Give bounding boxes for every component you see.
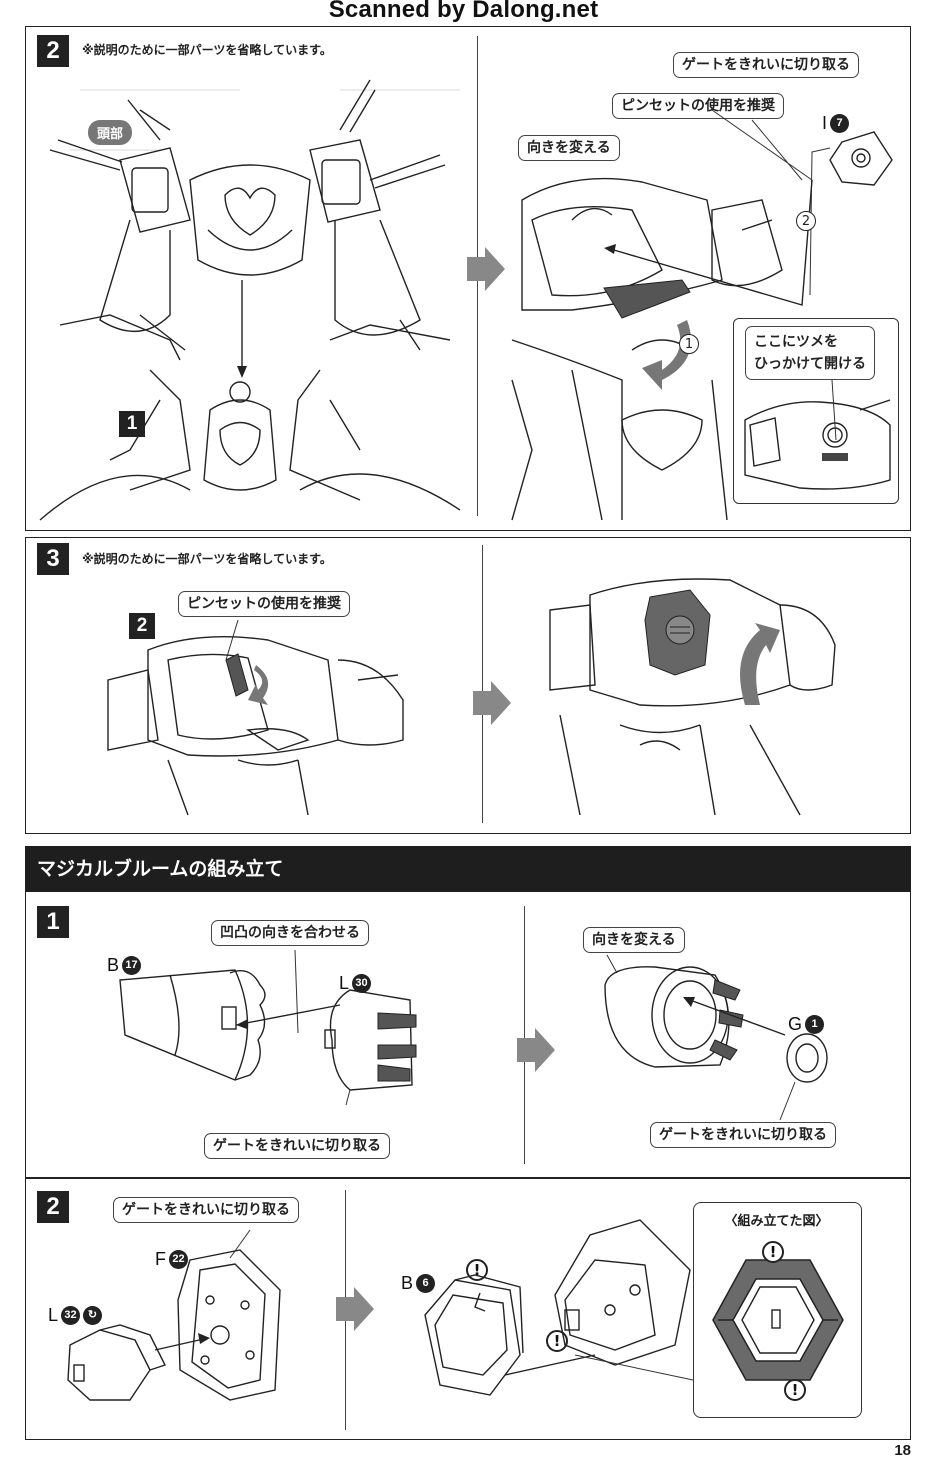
callout-turn: 向きを変える [583,927,685,953]
part-letter: B [401,1273,414,1293]
part-letter: L [48,1305,59,1325]
broom-turned-illustration [604,954,828,1121]
grey-arrow [336,1287,374,1331]
head-open-illustration [107,619,404,816]
hex-cap-illustration [67,1229,281,1401]
callout-hook-line2: ひっかけて開ける [754,356,866,372]
grey-arrow [517,1028,555,1072]
head-closed-illustration [549,578,836,816]
order-number: 2 [796,211,816,231]
step-number: 3 [37,543,69,575]
part-number: 17 [122,956,142,975]
order-marker-1: 1 [679,333,699,354]
part-label-b17: B 17 [107,955,142,976]
part-label-i7: I 7 [822,113,850,134]
callout-tweezers: ピンセットの使用を推奨 [178,591,350,617]
callout-align: 凹凸の向きを合わせる [211,920,369,946]
warning-mark: ! [762,1241,784,1263]
rotate-mark: ↻ [83,1306,103,1325]
panel-divider [524,906,525,1164]
callout-turn: 向きを変える [518,135,620,161]
order-marker-2: 2 [796,210,816,231]
part-number: 30 [352,974,372,993]
part-label-g1: G 1 [788,1014,825,1035]
step-note: ※説明のために一部パーツを省略しています。 [82,552,332,566]
sub-step-reference: 2 [129,613,155,639]
part-letter: L [339,973,350,993]
hex-shell-illustration [424,1219,694,1396]
part-number: 7 [830,114,850,133]
order-number: 1 [679,334,699,354]
sub-step-reference: 1 [119,411,145,437]
part-letter: F [155,1249,166,1269]
part-letter: I [822,113,828,133]
watermark: Scanned by Dalong.net [328,0,599,23]
hook-detail-illustration [744,379,891,490]
part-number: 22 [169,1250,188,1269]
part-label-l32: L 32 ↻ [48,1305,103,1326]
callout-gate: ゲートをきれいに切り取る [113,1197,299,1223]
panel-divider [482,545,483,823]
assembled-view-illustration [712,1259,844,1381]
part-label-l30: L 30 [339,973,372,994]
grey-arrow [467,247,505,291]
part-number: 1 [805,1015,825,1034]
callout-gate-right: ゲートをきれいに切り取る [650,1122,836,1148]
callout-gate: ゲートをきれいに切り取る [673,52,859,78]
step-number: 1 [37,906,69,938]
part-label-f22: F 22 [155,1249,188,1270]
part-number: 6 [416,1274,436,1293]
step-note: ※説明のために一部パーツを省略しています。 [82,43,332,57]
callout-hook: ここにツメを ひっかけて開ける [745,326,875,380]
callout-hook-line1: ここにツメを [754,334,838,350]
page-number: 18 [894,1442,911,1459]
part-number: 32 [61,1306,81,1325]
part-letter: G [788,1014,803,1034]
step-number: 2 [37,1191,69,1223]
head-label: 頭部 [88,120,133,145]
step-number: 2 [37,35,69,67]
callout-tweezers: ピンセットの使用を推奨 [612,93,784,119]
step-3-panel [25,537,911,834]
assembled-view-title: 〈組み立てた図〉 [724,1214,829,1229]
part-label-b6: B 6 [401,1273,436,1294]
head-detail-illustration [511,109,893,521]
warning-mark: ! [784,1379,806,1401]
grey-arrow [473,681,511,725]
head-assembly-illustration [39,79,461,521]
part-letter: B [107,955,120,975]
broom-tip-illustration [119,949,417,1106]
section-title: マジカルブルームの組み立て [25,846,911,892]
callout-gate-left: ゲートをきれいに切り取る [204,1133,390,1159]
